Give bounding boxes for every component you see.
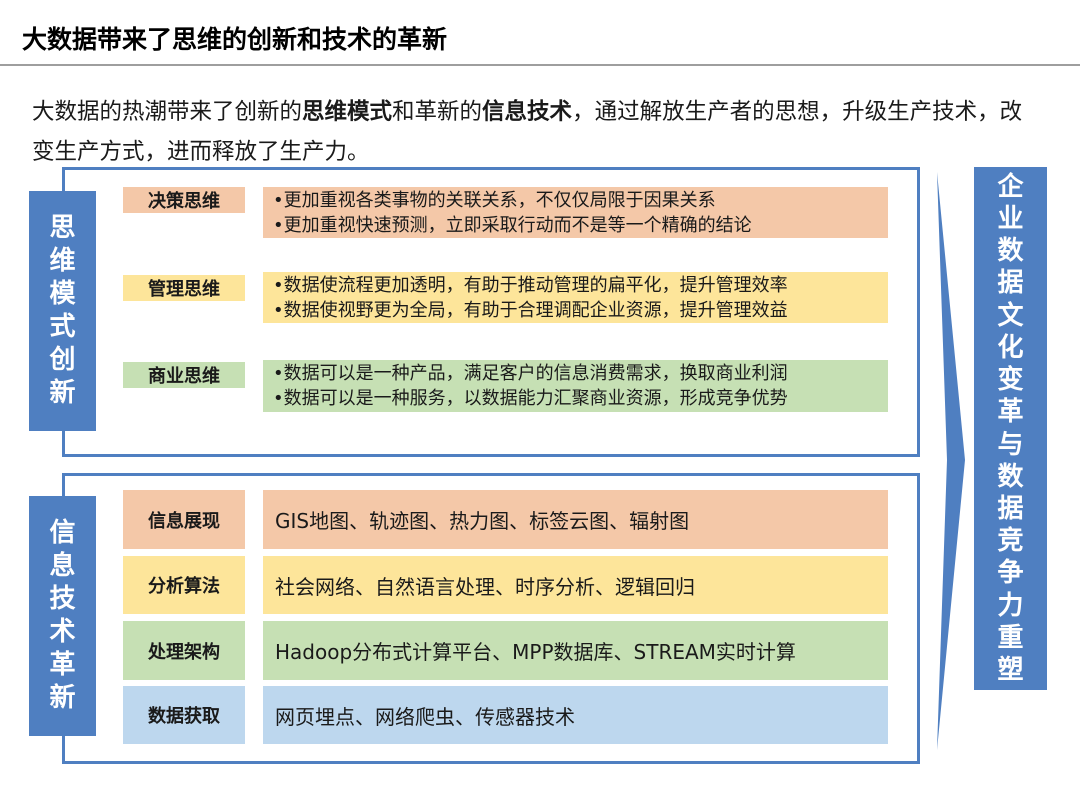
- desc-line: •更加重视快速预测，立即采取行动而不是等一个精确的结论: [273, 214, 752, 236]
- desc-decision-thinking: •更加重视各类事物的关联关系，不仅仅局限于因果关系 •更加重视快速预测，立即采取…: [263, 187, 888, 238]
- right-arrow-icon: [937, 172, 965, 750]
- desc-line: •更加重视各类事物的关联关系，不仅仅局限于因果关系: [273, 189, 716, 211]
- intro-bold-thinking: 思维模式: [302, 99, 393, 125]
- thinking-label: 思维模式创新: [29, 191, 96, 431]
- desc-processing-architecture: Hadoop分布式计算平台、MPP数据库、STREAM实时计算: [263, 621, 888, 680]
- desc-line: •数据使视野更为全局，有助于合理调配企业资源，提升管理效益: [273, 299, 788, 321]
- intro-text-3: ，通过解放生产者的思想，升级生产技术，改变生产方式，进而释放了生产力。: [32, 99, 1023, 165]
- intro-bold-tech: 信息技术: [482, 99, 573, 125]
- tag-business-thinking: 商业思维: [123, 362, 245, 388]
- tech-label: 信息技术革新: [29, 496, 96, 736]
- tag-processing-architecture: 处理架构: [123, 621, 245, 680]
- desc-info-display: GIS地图、轨迹图、热力图、标签云图、辐射图: [263, 490, 888, 549]
- desc-data-acquisition: 网页埋点、网络爬虫、传感器技术: [263, 686, 888, 744]
- tag-info-display: 信息展现: [123, 490, 245, 549]
- result-label: 企业数据文化变革与数据竞争力重塑: [974, 167, 1047, 690]
- desc-line: •数据使流程更加透明，有助于推动管理的扁平化，提升管理效率: [273, 274, 788, 296]
- intro-text-1: 大数据的热潮带来了创新的: [32, 99, 303, 125]
- page-title: 大数据带来了思维的创新和技术的革新: [22, 25, 448, 54]
- tag-decision-thinking: 决策思维: [123, 187, 245, 213]
- tag-management-thinking: 管理思维: [123, 275, 245, 301]
- title-divider: [0, 64, 1080, 66]
- tag-data-acquisition: 数据获取: [123, 686, 245, 744]
- desc-analysis-algorithm: 社会网络、自然语言处理、时序分析、逻辑回归: [263, 556, 888, 614]
- desc-management-thinking: •数据使流程更加透明，有助于推动管理的扁平化，提升管理效率 •数据使视野更为全局…: [263, 272, 888, 323]
- tag-analysis-algorithm: 分析算法: [123, 556, 245, 614]
- desc-line: •数据可以是一种产品，满足客户的信息消费需求，换取商业利润: [273, 363, 788, 384]
- desc-line: •数据可以是一种服务，以数据能力汇聚商业资源，形成竞争优势: [273, 388, 788, 409]
- desc-business-thinking: •数据可以是一种产品，满足客户的信息消费需求，换取商业利润 •数据可以是一种服务…: [263, 360, 888, 412]
- intro-text-2: 和革新的: [392, 99, 483, 125]
- intro-paragraph: 大数据的热潮带来了创新的思维模式和革新的信息技术，通过解放生产者的思想，升级生产…: [32, 92, 1042, 172]
